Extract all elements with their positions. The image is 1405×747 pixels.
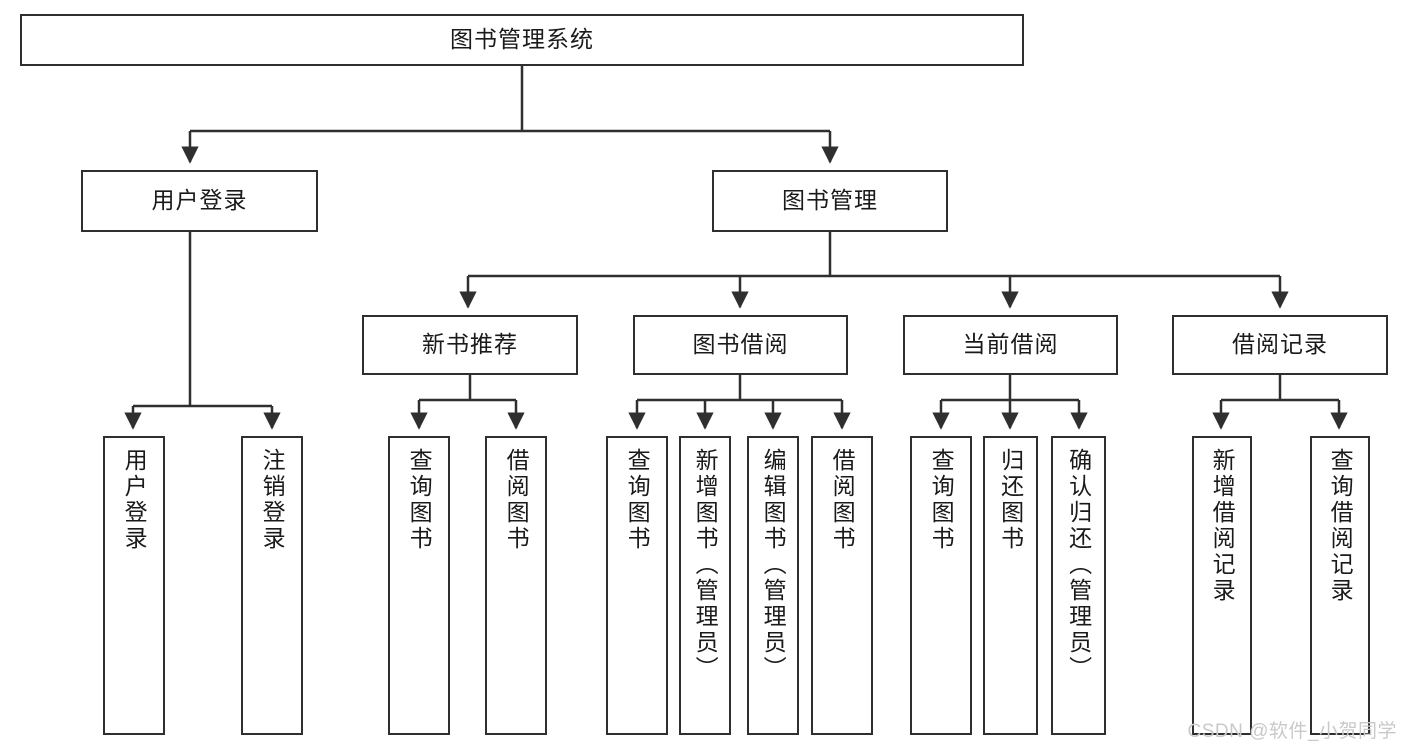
leaf-logout-label: 注销登录 bbox=[259, 448, 286, 552]
leaf-add-borrow-record-label: 新增借阅记录 bbox=[1209, 448, 1236, 604]
node-root[interactable]: 图书管理系统 bbox=[20, 14, 1024, 66]
leaf-query-borrow-record[interactable]: 查询借阅记录 bbox=[1310, 436, 1370, 735]
leaf-query-book-current[interactable]: 查询图书 bbox=[910, 436, 972, 735]
leaf-add-book-admin-label: 新增图书（管理员） bbox=[692, 448, 719, 682]
node-user-login-label: 用户登录 bbox=[151, 187, 248, 214]
leaf-user-login-label: 用户登录 bbox=[121, 448, 148, 552]
leaf-query-book-recommend-label: 查询图书 bbox=[406, 448, 433, 552]
leaf-edit-book-admin[interactable]: 编辑图书（管理员） bbox=[747, 436, 799, 735]
leaf-edit-book-admin-label: 编辑图书（管理员） bbox=[760, 448, 787, 682]
leaf-return-book-label: 归还图书 bbox=[997, 448, 1024, 552]
leaf-logout[interactable]: 注销登录 bbox=[241, 436, 303, 735]
node-new-book-recommendation-label: 新书推荐 bbox=[422, 331, 518, 358]
leaf-return-book[interactable]: 归还图书 bbox=[983, 436, 1038, 735]
node-book-management[interactable]: 图书管理 bbox=[712, 170, 948, 232]
leaf-confirm-return-admin[interactable]: 确认归还（管理员） bbox=[1051, 436, 1106, 735]
leaf-add-book-admin[interactable]: 新增图书（管理员） bbox=[679, 436, 731, 735]
leaf-query-borrow-record-label: 查询借阅记录 bbox=[1327, 448, 1354, 604]
watermark-text: CSDN @软件_小贺同学 bbox=[1187, 721, 1397, 742]
node-current-borrow-label: 当前借阅 bbox=[962, 331, 1059, 358]
leaf-query-book-borrow[interactable]: 查询图书 bbox=[606, 436, 668, 735]
leaf-borrow-book-borrow[interactable]: 借阅图书 bbox=[811, 436, 873, 735]
leaf-add-borrow-record[interactable]: 新增借阅记录 bbox=[1192, 436, 1252, 735]
leaf-query-book-borrow-label: 查询图书 bbox=[624, 448, 651, 552]
leaf-borrow-book-recommend[interactable]: 借阅图书 bbox=[485, 436, 547, 735]
node-root-label: 图书管理系统 bbox=[450, 26, 594, 53]
node-borrow-records[interactable]: 借阅记录 bbox=[1172, 315, 1388, 375]
leaf-confirm-return-admin-label: 确认归还（管理员） bbox=[1065, 448, 1092, 682]
node-new-book-recommendation[interactable]: 新书推荐 bbox=[362, 315, 578, 375]
leaf-user-login[interactable]: 用户登录 bbox=[103, 436, 165, 735]
node-user-login[interactable]: 用户登录 bbox=[81, 170, 318, 232]
leaf-query-book-current-label: 查询图书 bbox=[928, 448, 955, 552]
node-book-management-label: 图书管理 bbox=[782, 187, 878, 214]
node-current-borrow[interactable]: 当前借阅 bbox=[903, 315, 1118, 375]
node-borrow-records-label: 借阅记录 bbox=[1232, 331, 1328, 358]
node-book-borrow-label: 图书借阅 bbox=[692, 331, 789, 358]
node-book-borrow[interactable]: 图书借阅 bbox=[633, 315, 848, 375]
leaf-borrow-book-recommend-label: 借阅图书 bbox=[503, 448, 530, 552]
leaf-query-book-recommend[interactable]: 查询图书 bbox=[388, 436, 450, 735]
leaf-borrow-book-borrow-label: 借阅图书 bbox=[829, 448, 856, 552]
